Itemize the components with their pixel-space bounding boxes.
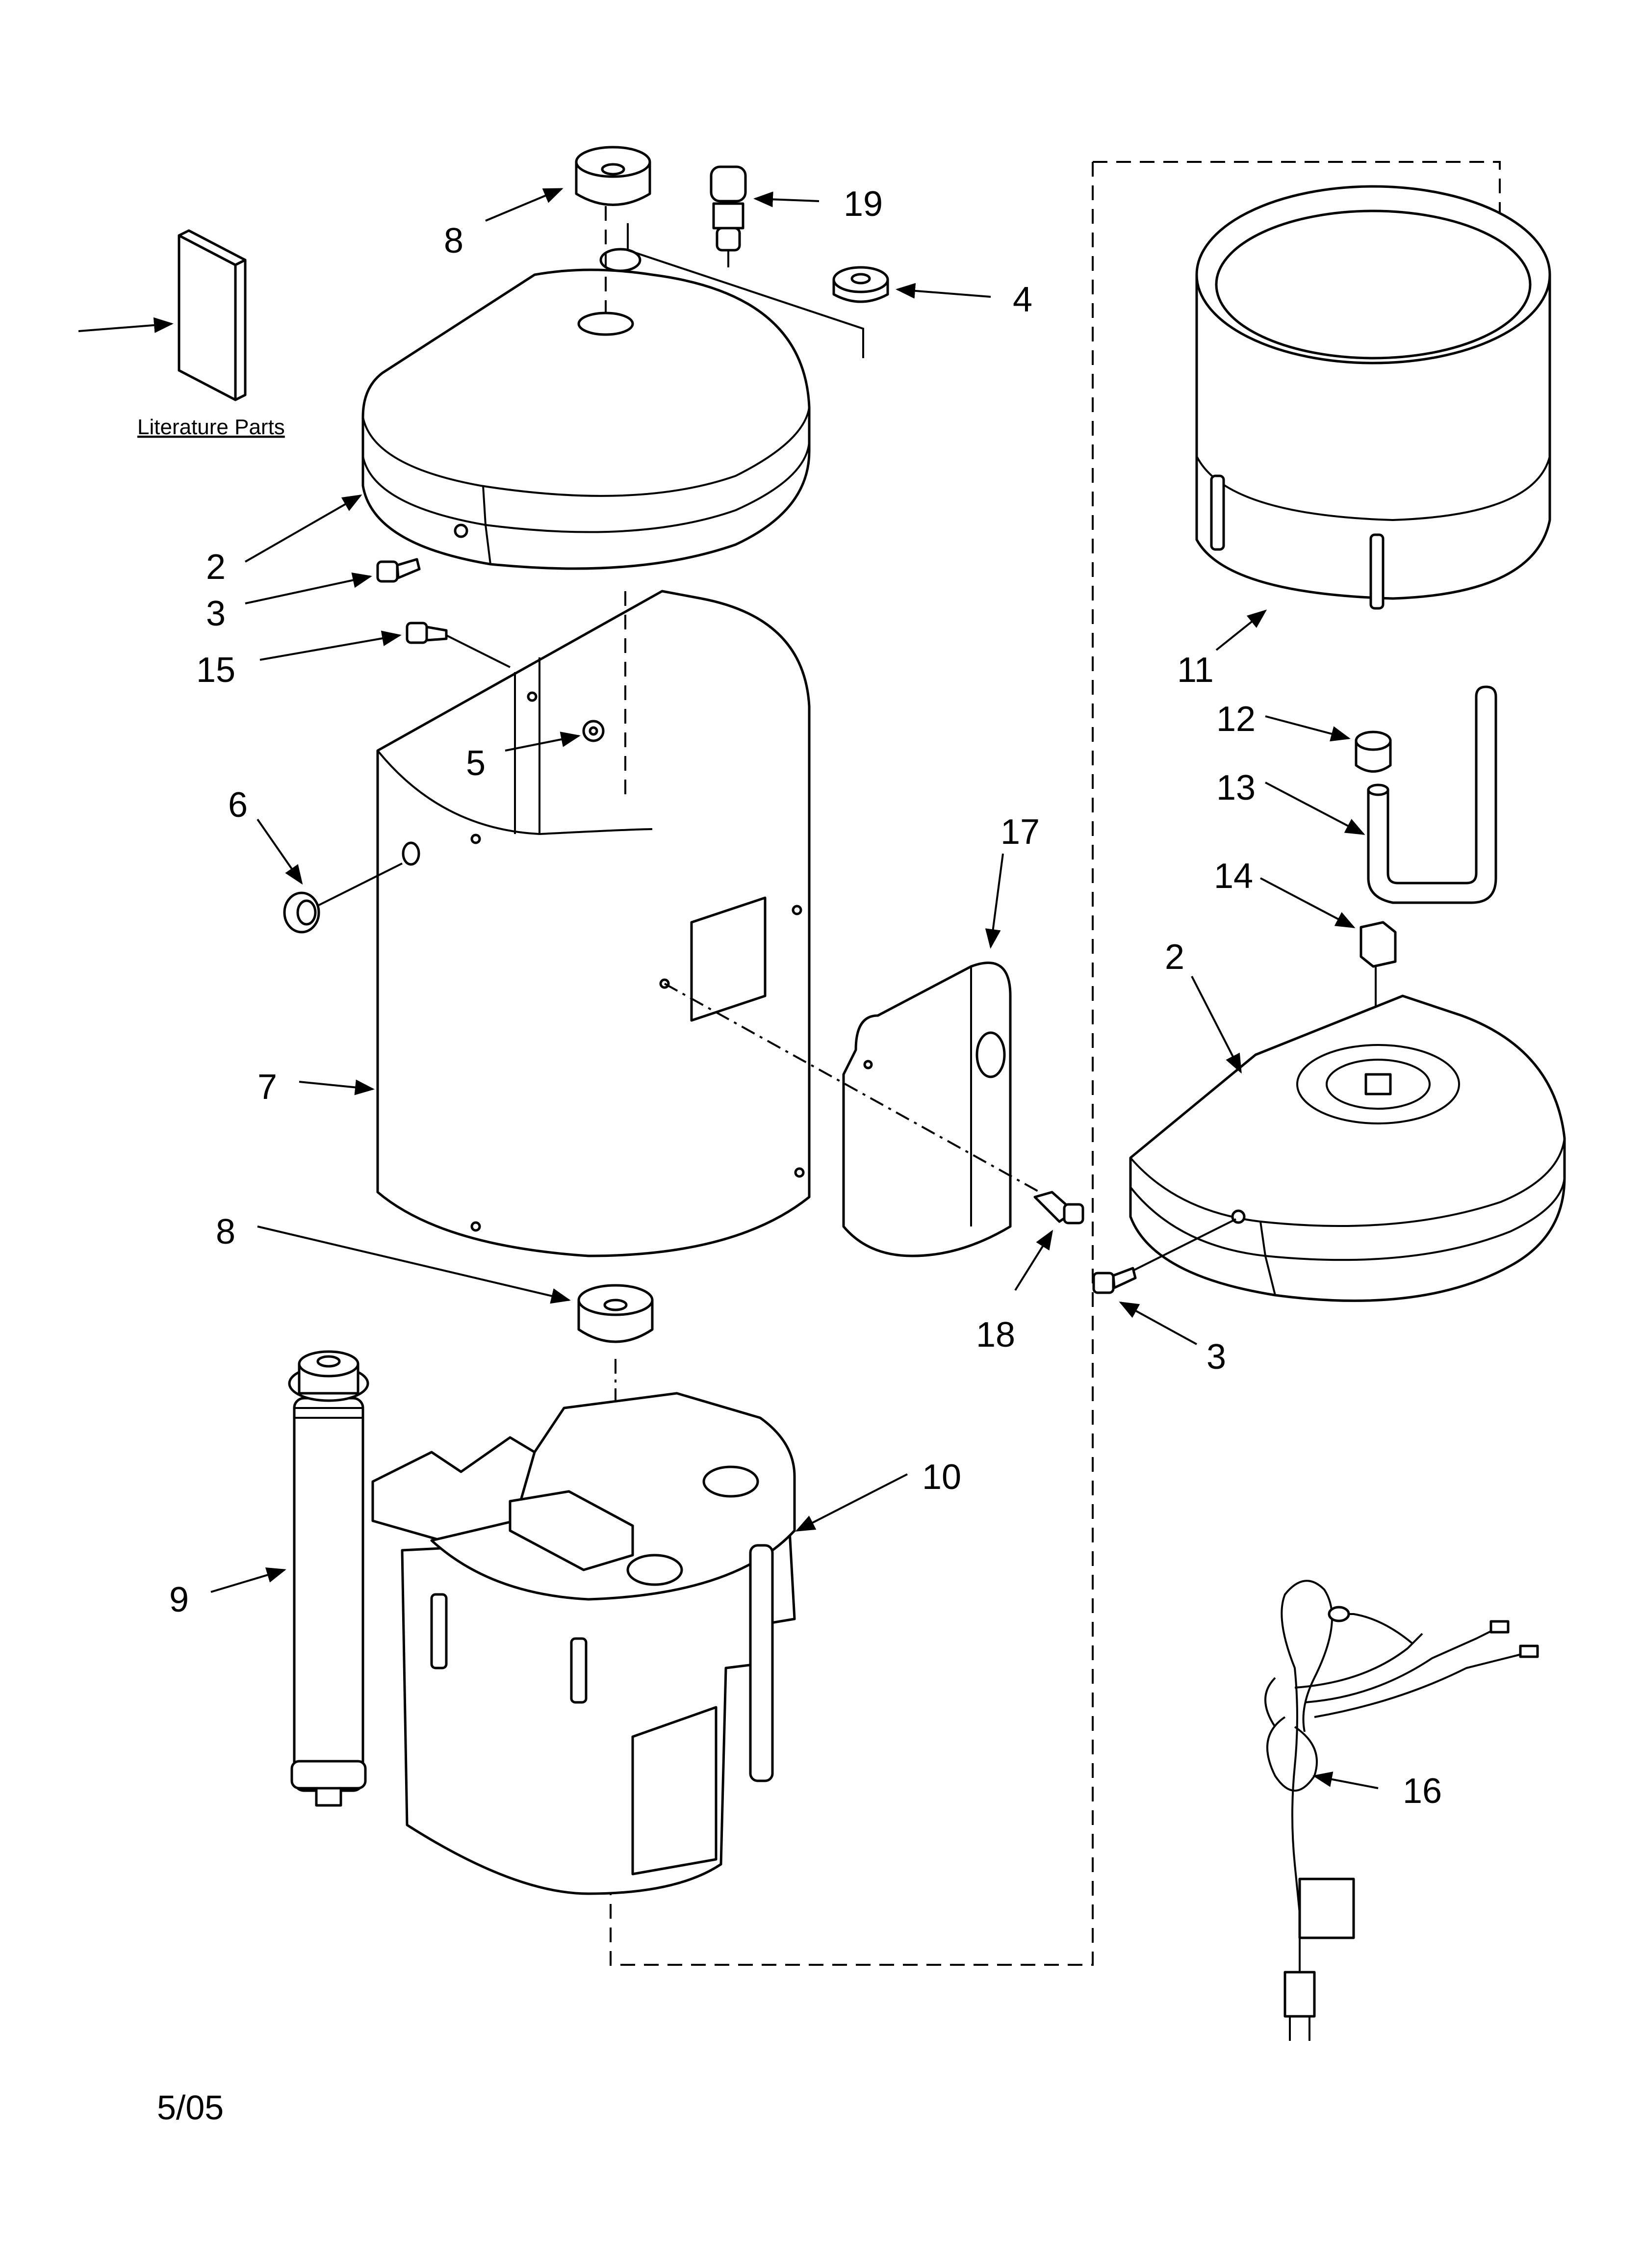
callout-2-top: 2 <box>206 547 226 587</box>
callout-14: 14 <box>1214 857 1253 896</box>
cap-12 <box>1355 730 1392 773</box>
washer <box>832 266 889 303</box>
leader-4 <box>896 283 991 299</box>
cabinet-shell <box>376 590 811 1257</box>
leader-11 <box>1215 609 1267 651</box>
power-cord <box>1264 1580 1539 2041</box>
literature-parts-booklet <box>178 229 247 401</box>
callout-9: 9 <box>169 1580 189 1619</box>
callout-19: 19 <box>844 184 883 224</box>
screw-18 <box>1033 1191 1084 1225</box>
bottom-tray <box>1129 994 1566 1302</box>
shield-screw-axis <box>664 983 1040 1193</box>
grommet <box>283 891 320 934</box>
leader-8-top <box>485 188 564 222</box>
callout-15: 15 <box>196 651 235 690</box>
leader-8-mid <box>257 1225 571 1304</box>
filter-cartridge <box>288 1350 369 1807</box>
leader-3-right <box>1119 1302 1197 1345</box>
leader-2-top <box>245 495 362 563</box>
top-knob <box>575 146 651 206</box>
valve-fitting <box>710 165 747 267</box>
leader-6 <box>257 818 303 885</box>
callout-13: 13 <box>1216 768 1256 808</box>
callout-3-right: 3 <box>1206 1337 1226 1377</box>
leader-13 <box>1265 782 1365 835</box>
star-nut <box>582 720 605 742</box>
leader-17 <box>985 853 1004 949</box>
leader-9 <box>210 1567 286 1593</box>
callout-5: 5 <box>466 744 486 783</box>
leader-19 <box>753 191 820 208</box>
leader-2-right <box>1191 976 1242 1074</box>
leader-12 <box>1265 715 1351 742</box>
side-shield <box>842 962 1012 1257</box>
screw-3-top <box>376 558 421 583</box>
leader-15 <box>259 630 402 661</box>
leader-18 <box>1014 1229 1053 1291</box>
grommet-axis <box>318 862 403 906</box>
callout-11: 11 <box>1177 651 1214 690</box>
callout-12: 12 <box>1216 700 1256 739</box>
literature-leader <box>78 317 174 333</box>
screw-15-axis <box>446 634 511 668</box>
tube-13-end <box>1367 783 1389 796</box>
leader-10 <box>795 1473 908 1532</box>
callout-8-mid: 8 <box>216 1212 235 1251</box>
nut-14 <box>1360 921 1397 968</box>
callout-17: 17 <box>1001 812 1040 852</box>
screw-15 <box>406 622 448 644</box>
tube-13 <box>1367 685 1497 904</box>
tank-housing <box>1195 185 1551 610</box>
callout-4: 4 <box>1013 280 1032 319</box>
leader-16 <box>1312 1772 1379 1789</box>
literature-label: Literature Parts <box>137 415 285 439</box>
callout-3-top: 3 <box>206 594 226 633</box>
callout-7: 7 <box>257 1068 277 1107</box>
middle-knob <box>577 1284 654 1343</box>
date-code: 5/05 <box>157 2088 224 2127</box>
callout-16: 16 <box>1403 1772 1442 1811</box>
callout-10: 10 <box>922 1458 961 1497</box>
callout-2-right: 2 <box>1165 938 1184 977</box>
leader-5 <box>505 731 581 752</box>
base-housing <box>371 1392 796 1895</box>
leader-3-top <box>245 572 372 604</box>
top-connection-line <box>627 223 864 358</box>
leader-7 <box>299 1079 375 1095</box>
leader-14 <box>1260 877 1356 928</box>
top-cover <box>361 248 811 570</box>
screw-3-right <box>1092 1267 1137 1294</box>
callout-8-top: 8 <box>444 221 463 261</box>
callout-6: 6 <box>228 785 248 825</box>
callout-18: 18 <box>976 1315 1015 1355</box>
